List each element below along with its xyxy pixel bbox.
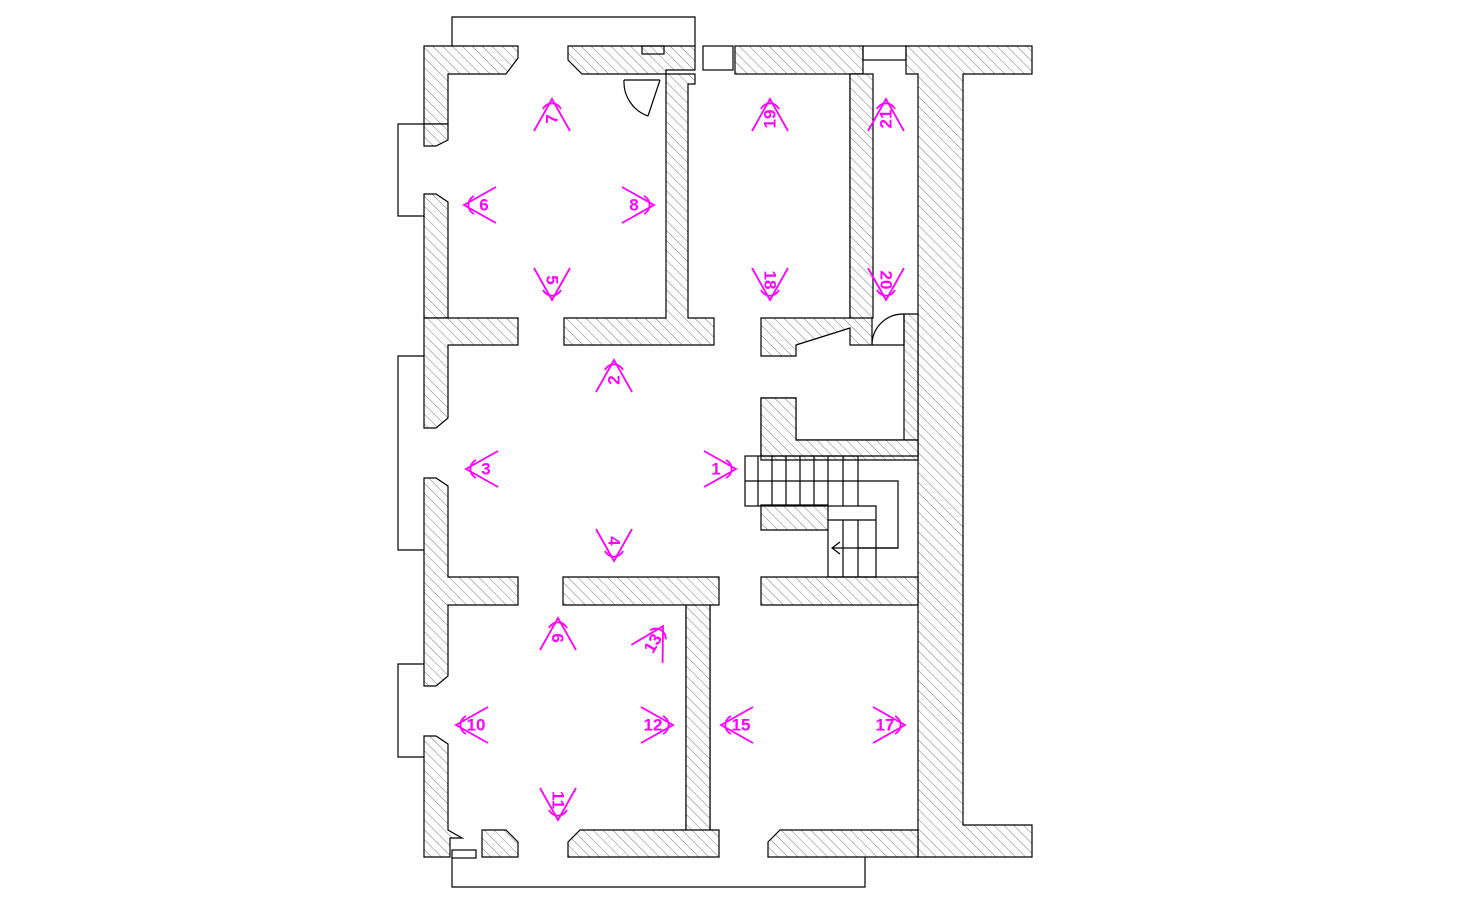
eye-icon (539, 787, 577, 822)
top-window-opening (702, 45, 734, 71)
left-wall-segment-d (423, 735, 465, 858)
wall-stair-landing (760, 504, 829, 531)
view-marker-label: 7 (543, 114, 562, 123)
view-marker-15: 15 (719, 706, 754, 744)
view-marker-label: 15 (732, 716, 751, 735)
eye-icon (751, 267, 789, 302)
eye-icon (751, 97, 789, 132)
door-swing-top (623, 79, 661, 117)
bottom-balcony-frame (451, 857, 866, 888)
walls (423, 45, 1033, 858)
view-marker-1: 1 (703, 450, 738, 488)
doors (451, 45, 905, 859)
top-wall-left (423, 45, 519, 125)
bottom-wall-right (767, 829, 919, 858)
door-swing-right (871, 313, 905, 346)
left-wall-segment-c (423, 477, 519, 687)
view-marker-label: 12 (644, 716, 663, 735)
right-building-block (905, 45, 1033, 858)
view-marker-label: 6 (479, 196, 488, 215)
wall-lower-right-top (760, 576, 919, 606)
view-marker-label: 21 (877, 110, 896, 129)
eye-icon (621, 186, 656, 224)
view-marker-21: 21 (867, 97, 905, 132)
eye-icon (533, 97, 571, 132)
view-marker-13: 13 (630, 624, 667, 663)
view-marker-8: 8 (621, 186, 656, 224)
wall-stair-block (760, 397, 919, 457)
eye-icon (719, 706, 754, 744)
view-marker-12: 12 (640, 706, 675, 744)
view-marker-11: 11 (539, 787, 577, 822)
view-marker-4: 4 (595, 528, 633, 563)
view-marker-7: 7 (533, 97, 571, 132)
view-marker-10: 10 (454, 706, 489, 744)
eye-icon (703, 450, 738, 488)
eye-icon (867, 267, 905, 302)
view-marker-label: 11 (549, 791, 568, 809)
eye-icon (595, 358, 633, 393)
view-marker-label: 2 (605, 375, 624, 384)
view-marker-label: 9 (549, 633, 568, 642)
eye-icon (595, 528, 633, 563)
eye-icon (454, 706, 489, 744)
view-marker-3: 3 (464, 450, 499, 488)
left-wall-segment-a (423, 193, 449, 319)
view-marker-6: 6 (462, 186, 497, 224)
stairs[interactable] (744, 455, 899, 578)
view-marker-19: 19 (751, 97, 789, 132)
view-marker-label: 19 (761, 110, 780, 129)
wall-lower-right-divider (685, 604, 711, 831)
eye-icon (462, 186, 497, 224)
left-window-frame-upper (397, 123, 424, 217)
view-marker-5: 5 (533, 267, 571, 302)
eye-icon (464, 450, 499, 488)
view-marker-label: 1 (711, 460, 720, 479)
view-marker-17: 17 (872, 706, 907, 744)
top-wall-mid (567, 45, 696, 75)
eye-icon (872, 706, 907, 744)
left-wall-segment-b (423, 317, 519, 429)
wall-room-top-left-bottom (563, 73, 715, 346)
view-marker-20: 20 (867, 267, 905, 302)
top-balcony-frame (451, 16, 696, 46)
view-marker-label: 20 (877, 271, 896, 290)
view-marker-label: 17 (876, 716, 895, 735)
view-marker-label: 8 (629, 196, 638, 215)
eye-icon (539, 616, 577, 651)
view-marker-2: 2 (595, 358, 633, 393)
view-marker-9: 9 (539, 616, 577, 651)
left-wall-upper (423, 123, 449, 147)
top-small-opening (862, 45, 907, 61)
door-frame-top (641, 45, 665, 55)
view-marker-label: 10 (467, 716, 486, 735)
view-marker-label: 4 (605, 536, 624, 546)
wall-narrow-room-divider (849, 73, 874, 319)
left-window-frame-middle (397, 355, 424, 551)
bottom-wall-left (481, 829, 519, 858)
view-marker-label: 18 (761, 271, 780, 290)
eye-icon (533, 267, 571, 302)
left-window-frame-lower (397, 663, 424, 758)
exterior-frames (397, 16, 866, 888)
eye-icon (640, 706, 675, 744)
view-marker-label: 5 (543, 275, 562, 284)
eye-icon (630, 624, 664, 663)
view-marker-18: 18 (751, 267, 789, 302)
eye-icon (867, 97, 905, 132)
door-frame-bottom (451, 849, 477, 859)
top-wall-right-segment (734, 45, 864, 75)
view-marker-label: 3 (481, 460, 490, 479)
